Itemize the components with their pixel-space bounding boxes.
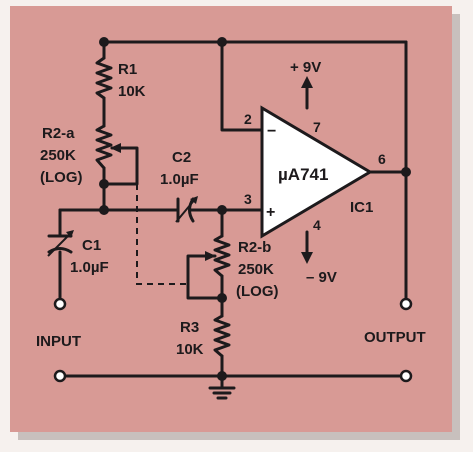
inverting-input-sign: − (267, 123, 276, 140)
r3-value: 10K (176, 341, 204, 358)
r2b-name: R2-b (238, 239, 271, 256)
pin-6-label: 6 (378, 151, 386, 167)
c2-capacitor-symbol (175, 196, 198, 223)
r2b-potentiometer-symbol (213, 234, 231, 278)
c1-value: 1.0µF (70, 259, 109, 276)
r1-value: 10K (118, 83, 146, 100)
schematic-panel (10, 6, 452, 432)
output-label: OUTPUT (364, 329, 426, 346)
r2a-wiper-arrow (110, 143, 121, 153)
pin-4-label: 4 (313, 217, 321, 233)
r1-resistor-symbol (95, 56, 113, 100)
supply-negative-label: – 9V (306, 269, 337, 286)
output-terminal-top (399, 297, 413, 311)
opamp-ref-designator: IC1 (350, 199, 373, 216)
output-terminal-bottom (399, 369, 413, 383)
supply-positive-arrow (301, 76, 313, 88)
pin-7-label: 7 (313, 119, 321, 135)
r1-name: R1 (118, 61, 137, 78)
c1-capacitor-symbol (47, 230, 74, 257)
wires (58, 40, 408, 400)
supply-negative-arrow (301, 252, 313, 264)
c1-name: C1 (82, 237, 101, 254)
r3-resistor-symbol (213, 314, 231, 358)
c2-name: C2 (172, 149, 191, 166)
r2b-taper: (LOG) (236, 283, 279, 300)
r2b-wiper-arrow (205, 251, 216, 261)
r3-name: R3 (180, 319, 199, 336)
pin-2-label: 2 (244, 111, 252, 127)
r2a-value: 250K (40, 147, 76, 164)
r2a-taper: (LOG) (40, 169, 83, 186)
gang-link-dashed (136, 184, 188, 285)
opamp-part-number: µA741 (278, 165, 328, 184)
input-label: INPUT (36, 333, 81, 350)
noninverting-input-sign: + (266, 204, 275, 221)
input-terminal-top (53, 297, 67, 311)
input-terminal-bottom (53, 369, 67, 383)
pin-3-label: 3 (244, 191, 252, 207)
r2a-name: R2-a (42, 125, 75, 142)
c2-value: 1.0µF (160, 171, 199, 188)
supply-positive-label: + 9V (290, 59, 321, 76)
r2b-value: 250K (238, 261, 274, 278)
junction-dots (99, 37, 411, 381)
r2a-potentiometer-symbol (95, 124, 113, 170)
terminals (53, 297, 413, 383)
opamp-ic1-body (260, 105, 373, 239)
